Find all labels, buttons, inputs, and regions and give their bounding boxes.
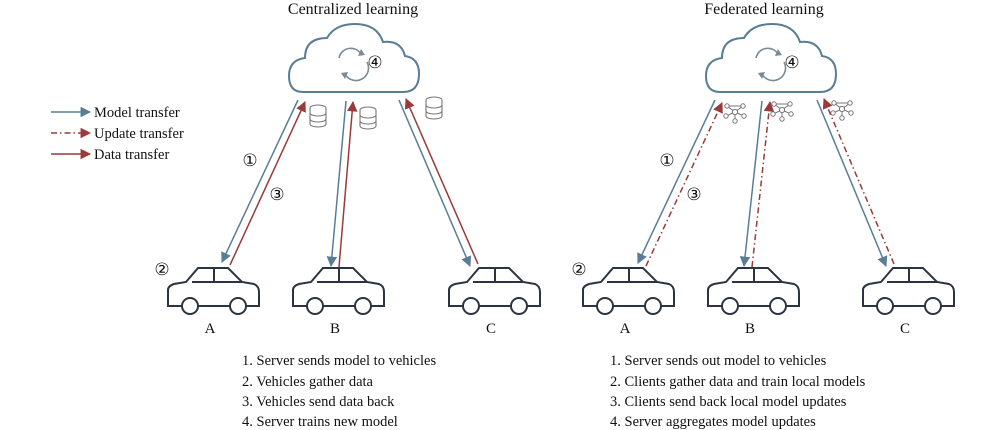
federated-panel: ④ ① ③ ② A B C 1. Server sends out model … bbox=[571, 23, 955, 430]
vehicle-label-b: B bbox=[745, 321, 755, 337]
federated-marker-2: ② bbox=[571, 260, 586, 279]
model-network-icon bbox=[830, 100, 854, 121]
vehicle-label-c: C bbox=[900, 321, 910, 337]
centralized-marker-4: ④ bbox=[367, 53, 382, 72]
model-network-icon bbox=[770, 101, 794, 122]
model-transfer-arrow-c bbox=[816, 99, 888, 267]
federated-step-4: 4. Server aggregates model updates bbox=[610, 414, 816, 430]
model-transfer-arrow-a bbox=[637, 99, 716, 264]
database-icon bbox=[359, 106, 377, 130]
centralized-step-1: 1. Server sends model to vehicles bbox=[242, 353, 436, 369]
federated-step-3: 3. Clients send back local model updates bbox=[610, 394, 847, 410]
federated-marker-4: ④ bbox=[784, 53, 799, 72]
vehicle-label-a: A bbox=[205, 321, 216, 337]
model-transfer-arrow-b bbox=[739, 100, 763, 268]
model-transfer-arrow-b bbox=[326, 100, 347, 268]
database-icon bbox=[425, 96, 443, 120]
database-icon bbox=[309, 104, 327, 128]
federated-step-2: 2. Clients gather data and train local m… bbox=[610, 374, 866, 390]
centralized-step-2: 2. Vehicles gather data bbox=[242, 374, 374, 390]
legend-model-label: Model transfer bbox=[94, 105, 180, 121]
server-cloud-icon bbox=[705, 23, 837, 93]
federated-step-1: 1. Server sends out model to vehicles bbox=[610, 353, 827, 369]
legend-update-label: Update transfer bbox=[94, 126, 184, 142]
vehicle-icon-a bbox=[167, 267, 260, 315]
vehicle-label-b: B bbox=[330, 321, 340, 337]
data-transfer-arrow-a bbox=[229, 101, 306, 266]
centralized-panel: ④ ① ③ ② A B C 1. Server sends model to v… bbox=[154, 23, 541, 430]
server-cloud-icon bbox=[288, 23, 420, 93]
centralized-title: Centralized learning bbox=[288, 1, 418, 18]
update-transfer-arrow-a bbox=[645, 102, 723, 267]
model-transfer-arrow-a bbox=[221, 99, 299, 263]
federated-marker-3: ③ bbox=[686, 185, 701, 204]
vehicle-icon-c bbox=[448, 267, 541, 315]
centralized-marker-3: ③ bbox=[269, 185, 284, 204]
legend: Model transfer Update transfer Data tran… bbox=[51, 105, 184, 163]
vehicle-icon-a bbox=[582, 267, 675, 315]
vehicle-icon-c bbox=[862, 267, 955, 315]
centralized-marker-2: ② bbox=[154, 260, 169, 279]
data-transfer-arrow-c bbox=[404, 98, 479, 265]
update-transfer-arrow-c bbox=[822, 98, 895, 265]
centralized-step-3: 3. Vehicles send data back bbox=[242, 394, 395, 410]
centralized-marker-1: ① bbox=[242, 151, 257, 170]
model-transfer-arrow-c bbox=[398, 99, 472, 267]
federated-title: Federated learning bbox=[704, 1, 824, 18]
vehicle-icon-b bbox=[707, 267, 800, 315]
data-transfer-arrow-b bbox=[338, 100, 358, 268]
model-network-icon bbox=[723, 103, 747, 124]
legend-data-label: Data transfer bbox=[94, 147, 169, 163]
federated-marker-1: ① bbox=[659, 151, 674, 170]
centralized-step-4: 4. Server trains new model bbox=[242, 414, 398, 430]
vehicle-label-c: C bbox=[486, 321, 496, 337]
vehicle-icon-b bbox=[292, 267, 385, 315]
update-transfer-arrow-b bbox=[751, 100, 775, 268]
vehicle-label-a: A bbox=[620, 321, 631, 337]
